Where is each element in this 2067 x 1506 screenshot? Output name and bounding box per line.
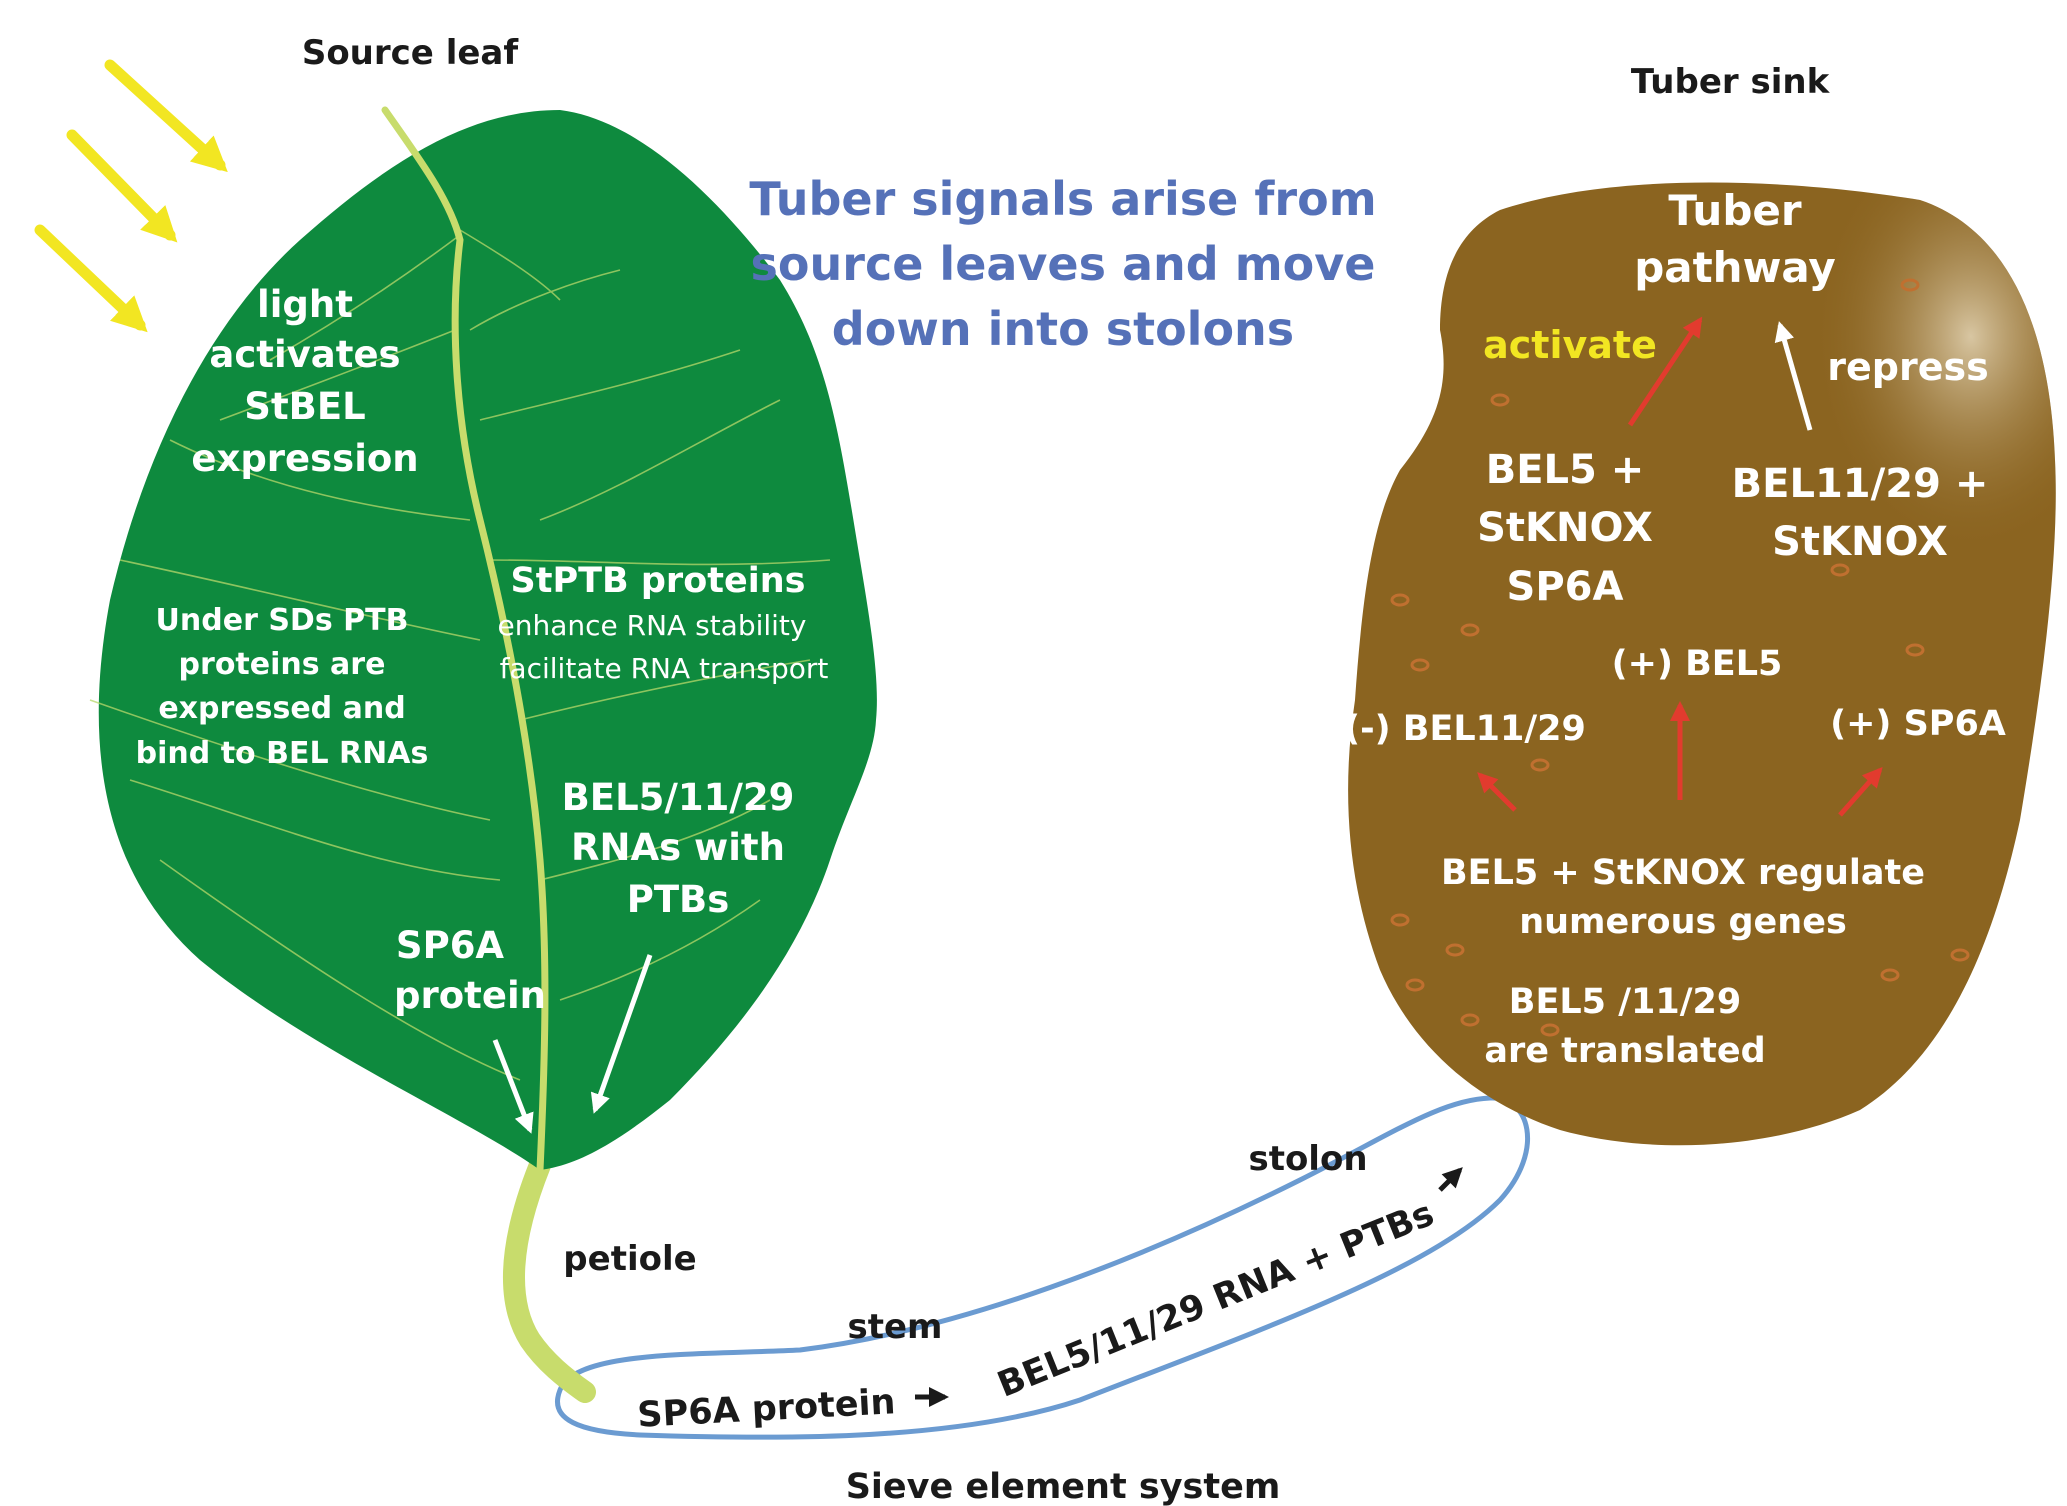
bel5-complex-line-1: BEL5 + xyxy=(1486,447,1645,493)
tuber-pathway-line-2: pathway xyxy=(1634,243,1836,292)
bel11-stknox-text: BEL11/29 + StKNOX xyxy=(1732,461,1989,565)
stptb-line-1: StPTB proteins xyxy=(511,561,806,601)
title-line-3: down into stolons xyxy=(832,302,1294,356)
activate-arrow xyxy=(1627,316,1703,427)
sp6a-down-arrow xyxy=(492,1039,534,1134)
minus-bel11-label: (-) BEL11/29 xyxy=(1344,709,1586,749)
minus-bel11-arrow xyxy=(1477,772,1517,812)
source-leaf-shape xyxy=(98,110,877,1170)
leaf-sp6a-line-1: SP6A xyxy=(396,924,505,967)
title-line-2: source leaves and move xyxy=(751,237,1376,291)
title-line-1: Tuber signals arise from xyxy=(749,172,1376,226)
plus-sp6a-label: (+) SP6A xyxy=(1830,704,2006,744)
regulate-line-1: BEL5 + StKNOX regulate xyxy=(1441,853,1925,893)
ptb-line-3: expressed and xyxy=(158,691,405,726)
sieve-system-label: Sieve element system xyxy=(846,1467,1281,1506)
ptb-line-1: Under SDs PTB xyxy=(156,603,409,638)
tuber-highlight xyxy=(1348,182,2056,1146)
regulate-line-2: numerous genes xyxy=(1519,902,1847,942)
translated-line-2: are translated xyxy=(1484,1031,1765,1071)
bel-rna-line-3: PTBs xyxy=(627,878,730,921)
light-line-3: StBEL xyxy=(244,385,365,428)
bel5-complex-line-3: SP6A xyxy=(1507,564,1624,610)
sunlight-arrows xyxy=(34,59,228,333)
leaf-veins xyxy=(89,229,831,1081)
leaf-midrib xyxy=(381,106,549,1174)
petiole-stalk xyxy=(502,1154,596,1403)
leaf-sp6a-line-2: protein xyxy=(394,974,546,1017)
light-line-2: activates xyxy=(209,333,400,376)
stem-label: stem xyxy=(848,1307,943,1347)
plus-bel5-label: (+) BEL5 xyxy=(1612,644,1783,684)
diagram-title: Tuber signals arise from source leaves a… xyxy=(749,172,1376,356)
stolon-label: stolon xyxy=(1248,1139,1367,1179)
bel-rna-line-2: RNAs with xyxy=(571,826,785,869)
tuber-lenticels xyxy=(1390,278,1970,1037)
bel-rna-line-1: BEL5/11/29 xyxy=(562,776,795,819)
tuber-sink-label: Tuber sink xyxy=(1631,62,1831,102)
light-activates-text: light activates StBEL expression xyxy=(191,283,418,480)
leaf-sp6a-text: SP6A protein xyxy=(394,924,546,1017)
bel-rnas-text: BEL5/11/29 RNAs with PTBs xyxy=(562,776,795,921)
stptb-line-3: facilitate RNA transport xyxy=(500,652,829,685)
activate-label: activate xyxy=(1483,323,1657,367)
bel5-complex-line-2: StKNOX xyxy=(1477,505,1653,551)
bel11-complex-line-2: StKNOX xyxy=(1772,519,1948,565)
sun-arrow xyxy=(34,224,148,333)
sieve-element-tube xyxy=(555,1095,1530,1440)
ptb-line-2: proteins are xyxy=(179,647,386,682)
stptb-line-2: enhance RNA stability xyxy=(498,609,807,642)
bel-rna-arrow xyxy=(1438,1167,1463,1192)
ptb-expressed-text: Under SDs PTB proteins are expressed and… xyxy=(136,603,429,771)
translated-text: BEL5 /11/29 are translated xyxy=(1484,982,1765,1071)
light-line-4: expression xyxy=(191,437,418,480)
tuber-pathway-text: Tuber pathway xyxy=(1634,186,1836,292)
regulate-genes-text: BEL5 + StKNOX regulate numerous genes xyxy=(1441,853,1925,942)
translated-line-1: BEL5 /11/29 xyxy=(1509,982,1741,1022)
bel-rna-down-arrow xyxy=(590,954,653,1114)
ptb-line-4: bind to BEL RNAs xyxy=(136,736,429,771)
petiole-label: petiole xyxy=(563,1239,696,1279)
sun-arrow xyxy=(104,59,228,173)
tuber-pathway-line-1: Tuber xyxy=(1668,186,1801,235)
repress-label: repress xyxy=(1827,345,1988,389)
bel11-complex-line-1: BEL11/29 + xyxy=(1732,461,1989,507)
light-line-1: light xyxy=(257,283,353,326)
repress-arrow xyxy=(1774,321,1813,431)
stptb-proteins-text: StPTB proteins enhance RNA stability fac… xyxy=(498,561,829,685)
bel5-stknox-sp6a-text: BEL5 + StKNOX SP6A xyxy=(1477,447,1653,610)
plus-sp6a-arrow xyxy=(1838,767,1883,817)
source-leaf-label: Source leaf xyxy=(302,33,520,73)
sun-arrow xyxy=(66,129,178,243)
